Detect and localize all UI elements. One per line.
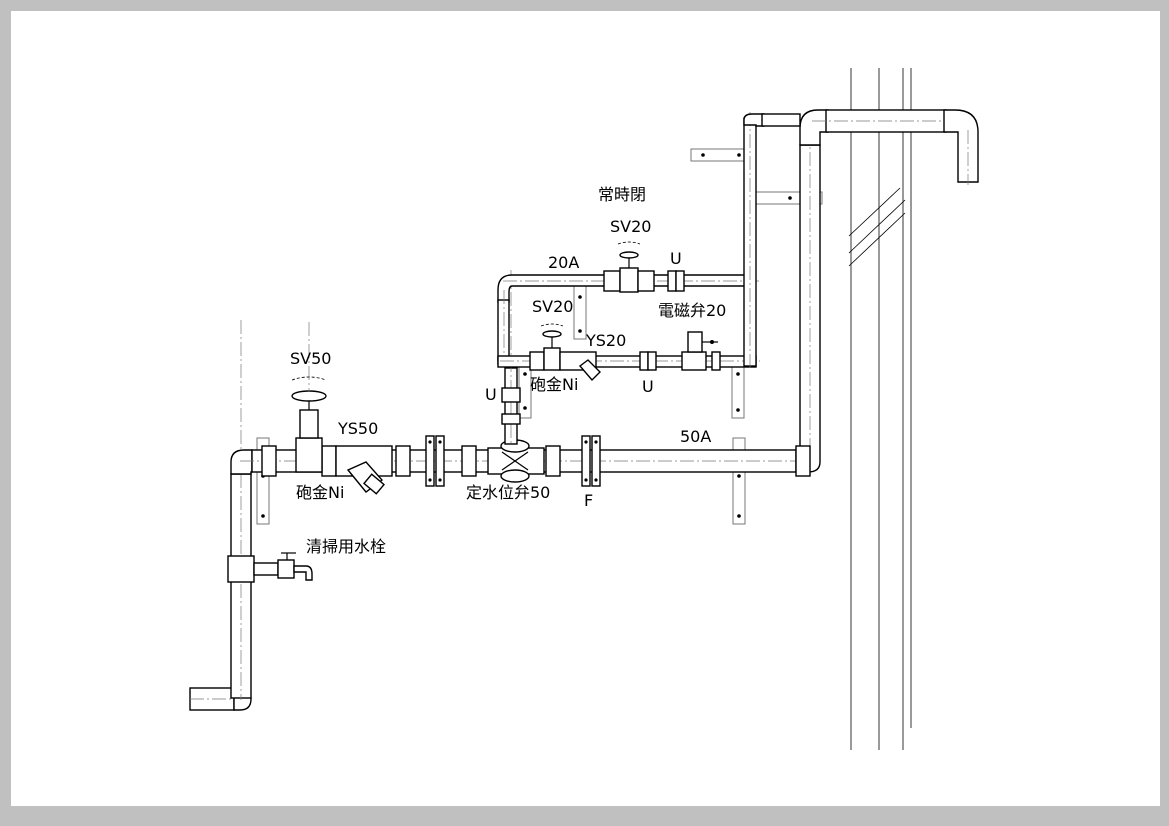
label-pipe-20a: 20A [548, 253, 579, 272]
label-level-valve: 定水位弁50 [466, 483, 550, 502]
label-flange-f: F [584, 491, 593, 510]
label-ys50: YS50 [337, 419, 378, 438]
wall-structure [848, 68, 912, 750]
label-hougane-ni-main: 砲金Ni [296, 483, 344, 502]
label-ys20: YS20 [585, 331, 626, 350]
label-sv50: SV50 [290, 349, 331, 368]
label-hydrant: 清掃用水栓 [306, 537, 386, 556]
label-normally-closed: 常時閉 [598, 185, 646, 204]
label-sv20-upper: SV20 [610, 217, 651, 236]
label-pipe-50a: 50A [680, 427, 711, 446]
hanger [573, 282, 587, 340]
pipe-hangers [256, 148, 823, 525]
union-lower [639, 351, 657, 371]
gate-valve-sv20-upper [603, 241, 655, 293]
label-union-left: U [485, 385, 497, 404]
label-union-lower: U [642, 377, 654, 396]
branch-vertical-20a [501, 270, 521, 446]
strainer-ys50 [335, 445, 393, 495]
union-upper [667, 270, 685, 292]
strainer-ys20 [559, 351, 601, 382]
drawing-sheet [11, 11, 1160, 806]
annotations: SV50 YS50 砲金Ni 清掃用水栓 定水位弁50 F 50A U SV20… [290, 185, 726, 556]
hanger [690, 148, 750, 162]
label-sv20-lower: SV20 [532, 297, 573, 316]
label-solenoid: 電磁弁20 [658, 301, 726, 320]
couplings [261, 445, 811, 477]
hydrant-faucet [253, 552, 313, 581]
solenoid-valve [681, 331, 721, 371]
gate-valve-sv50 [291, 322, 327, 473]
flange-f [581, 435, 601, 487]
flange-left [425, 435, 445, 487]
label-hougane-ni-bypass: 砲金Ni [530, 375, 578, 394]
gate-valve-sv20-lower [529, 323, 564, 371]
label-union-upper: U [670, 249, 682, 268]
